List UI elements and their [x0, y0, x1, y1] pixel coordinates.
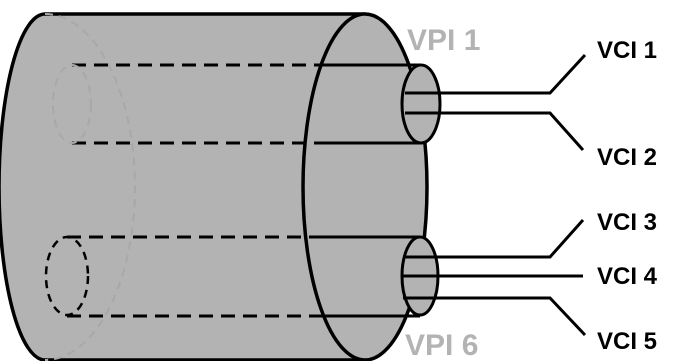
vci1-line — [405, 53, 587, 95]
vci-label-1: VCI 1 — [597, 37, 657, 64]
vci-label-5: VCI 5 — [597, 328, 657, 355]
vci5-line — [403, 296, 587, 337]
vpi-label-bottom: VPI 6 — [405, 329, 478, 361]
vp6-back-end — [44, 235, 90, 317]
vp1-back-end — [52, 64, 92, 144]
vp1-front-end — [400, 63, 442, 145]
vci-label-3: VCI 3 — [597, 209, 657, 236]
vpi-label-top: VPI 1 — [407, 24, 480, 57]
cable-hidden-edge — [44, 13, 136, 361]
vci-label-2: VCI 2 — [597, 144, 657, 171]
vci3-line — [403, 219, 585, 259]
vci-label-4: VCI 4 — [597, 263, 658, 290]
cable-front-face — [301, 12, 429, 361]
vci2-line — [405, 111, 585, 151]
